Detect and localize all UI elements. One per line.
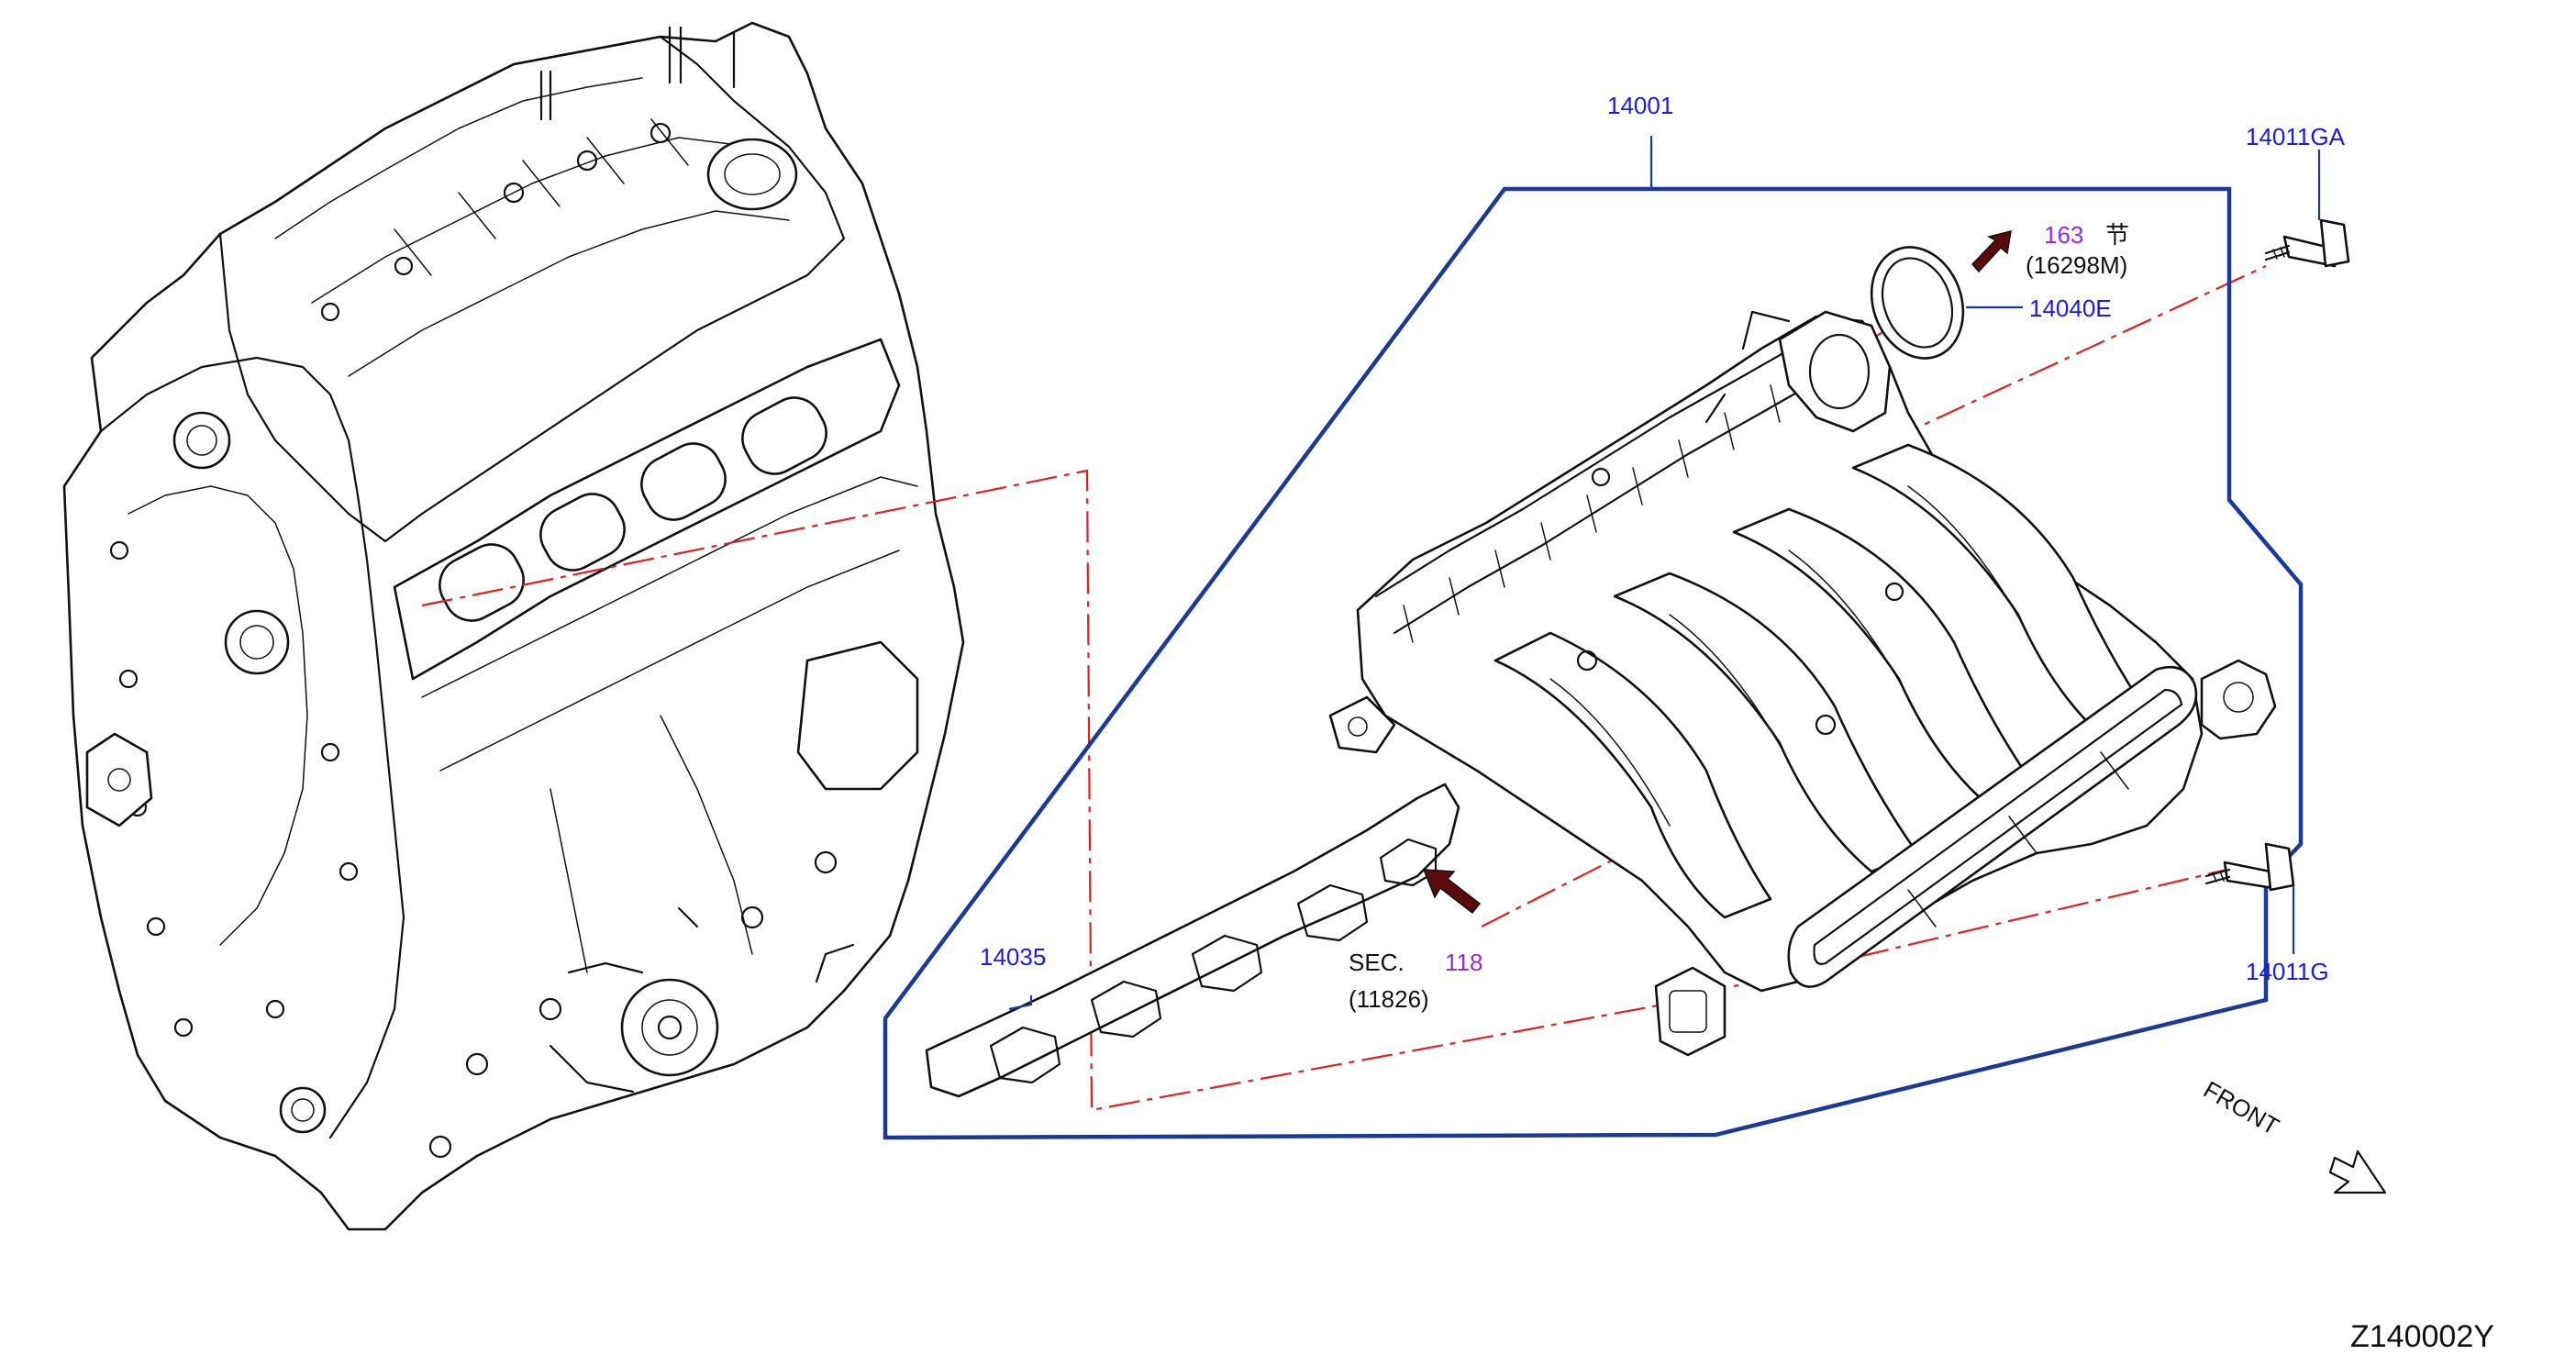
o-ring-14040e-illustration bbox=[1870, 246, 1965, 360]
section-ref-163-sub: (16298M) bbox=[2026, 251, 2127, 279]
section-ref-163[interactable]: 163 bbox=[2044, 221, 2083, 249]
section-label: SEC. bbox=[1349, 949, 1405, 976]
callout-14001[interactable]: 14001 bbox=[1607, 92, 1673, 119]
intake-manifold-illustration bbox=[1328, 310, 2277, 1057]
bolt-14011g-illustration bbox=[2204, 842, 2295, 892]
engine-block-illustration bbox=[62, 21, 965, 1231]
front-arrow-icon bbox=[2328, 1149, 2387, 1194]
arrow-icon bbox=[1971, 229, 2012, 273]
section-ref-163-mark: 节 bbox=[2105, 221, 2129, 249]
diagram-code: Z140002Y bbox=[2350, 1319, 2494, 1354]
bolt-14011ga-illustration bbox=[2264, 218, 2350, 268]
section-ref-118-sub: (11826) bbox=[1349, 985, 1429, 1013]
arrow-icon bbox=[1422, 869, 1482, 915]
front-label: FRONT bbox=[2199, 1075, 2284, 1140]
callout-14011ga[interactable]: 14011GA bbox=[2246, 123, 2346, 150]
front-direction-indicator: FRONT bbox=[2199, 1075, 2387, 1194]
leader-lines bbox=[1008, 136, 2321, 1011]
callout-14040e[interactable]: 14040E bbox=[2029, 294, 2112, 322]
gasket-14035-illustration bbox=[925, 783, 1460, 1098]
section-ref-118[interactable]: 118 bbox=[1445, 949, 1482, 976]
callout-14011g[interactable]: 14011G bbox=[2246, 958, 2329, 985]
callout-14035[interactable]: 14035 bbox=[980, 943, 1046, 971]
